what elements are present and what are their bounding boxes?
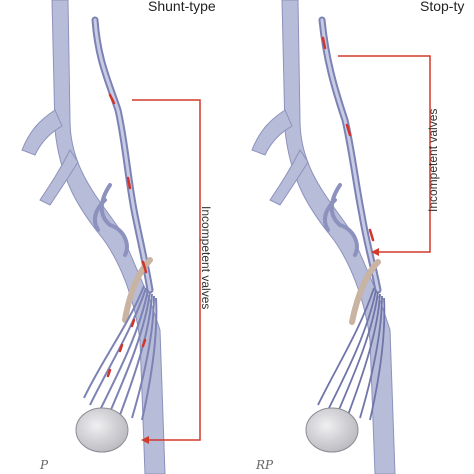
left-branch-vein <box>21 109 63 156</box>
right-groin-veins <box>322 183 359 257</box>
right-annotation-label: Incompetent valves <box>426 108 440 212</box>
right-main-vein <box>281 0 396 474</box>
left-lower-branch <box>39 149 79 206</box>
left-main-vein <box>51 0 166 474</box>
right-lower-branch <box>269 149 309 206</box>
right-vas-deferens <box>349 259 381 325</box>
valve-mark <box>321 36 327 50</box>
left-pampiniform-plexus <box>83 285 158 421</box>
left-vas-deferens <box>122 257 153 323</box>
right-leader-arrow <box>371 248 379 256</box>
right-pampiniform-plexus <box>317 287 386 421</box>
right-panel <box>251 0 431 474</box>
right-leader-line <box>338 55 431 253</box>
left-groin-veins <box>92 183 129 257</box>
left-signature: P <box>40 458 49 472</box>
valve-mark <box>126 176 132 190</box>
left-valves <box>106 93 148 378</box>
right-panel-title: Stop-ty <box>420 0 465 14</box>
left-annotation-label: Incompetent valves <box>199 206 213 310</box>
valve-mark <box>345 123 352 137</box>
right-valves <box>321 36 375 242</box>
left-leader-arrow <box>141 436 149 444</box>
left-panel-title: Shunt-type <box>148 0 216 14</box>
valve-mark <box>108 93 116 105</box>
right-branch-vein <box>251 109 293 156</box>
left-leader-line <box>132 99 201 441</box>
valve-mark <box>368 228 375 242</box>
left-testis <box>75 407 129 453</box>
valve-mark <box>106 368 112 378</box>
valve-mark <box>130 318 136 328</box>
left-panel <box>21 0 201 474</box>
valve-mark <box>118 343 124 353</box>
valve-mark <box>141 260 148 274</box>
valve-mark <box>141 338 147 348</box>
right-signature: RP <box>256 458 274 472</box>
right-testis <box>305 407 359 453</box>
